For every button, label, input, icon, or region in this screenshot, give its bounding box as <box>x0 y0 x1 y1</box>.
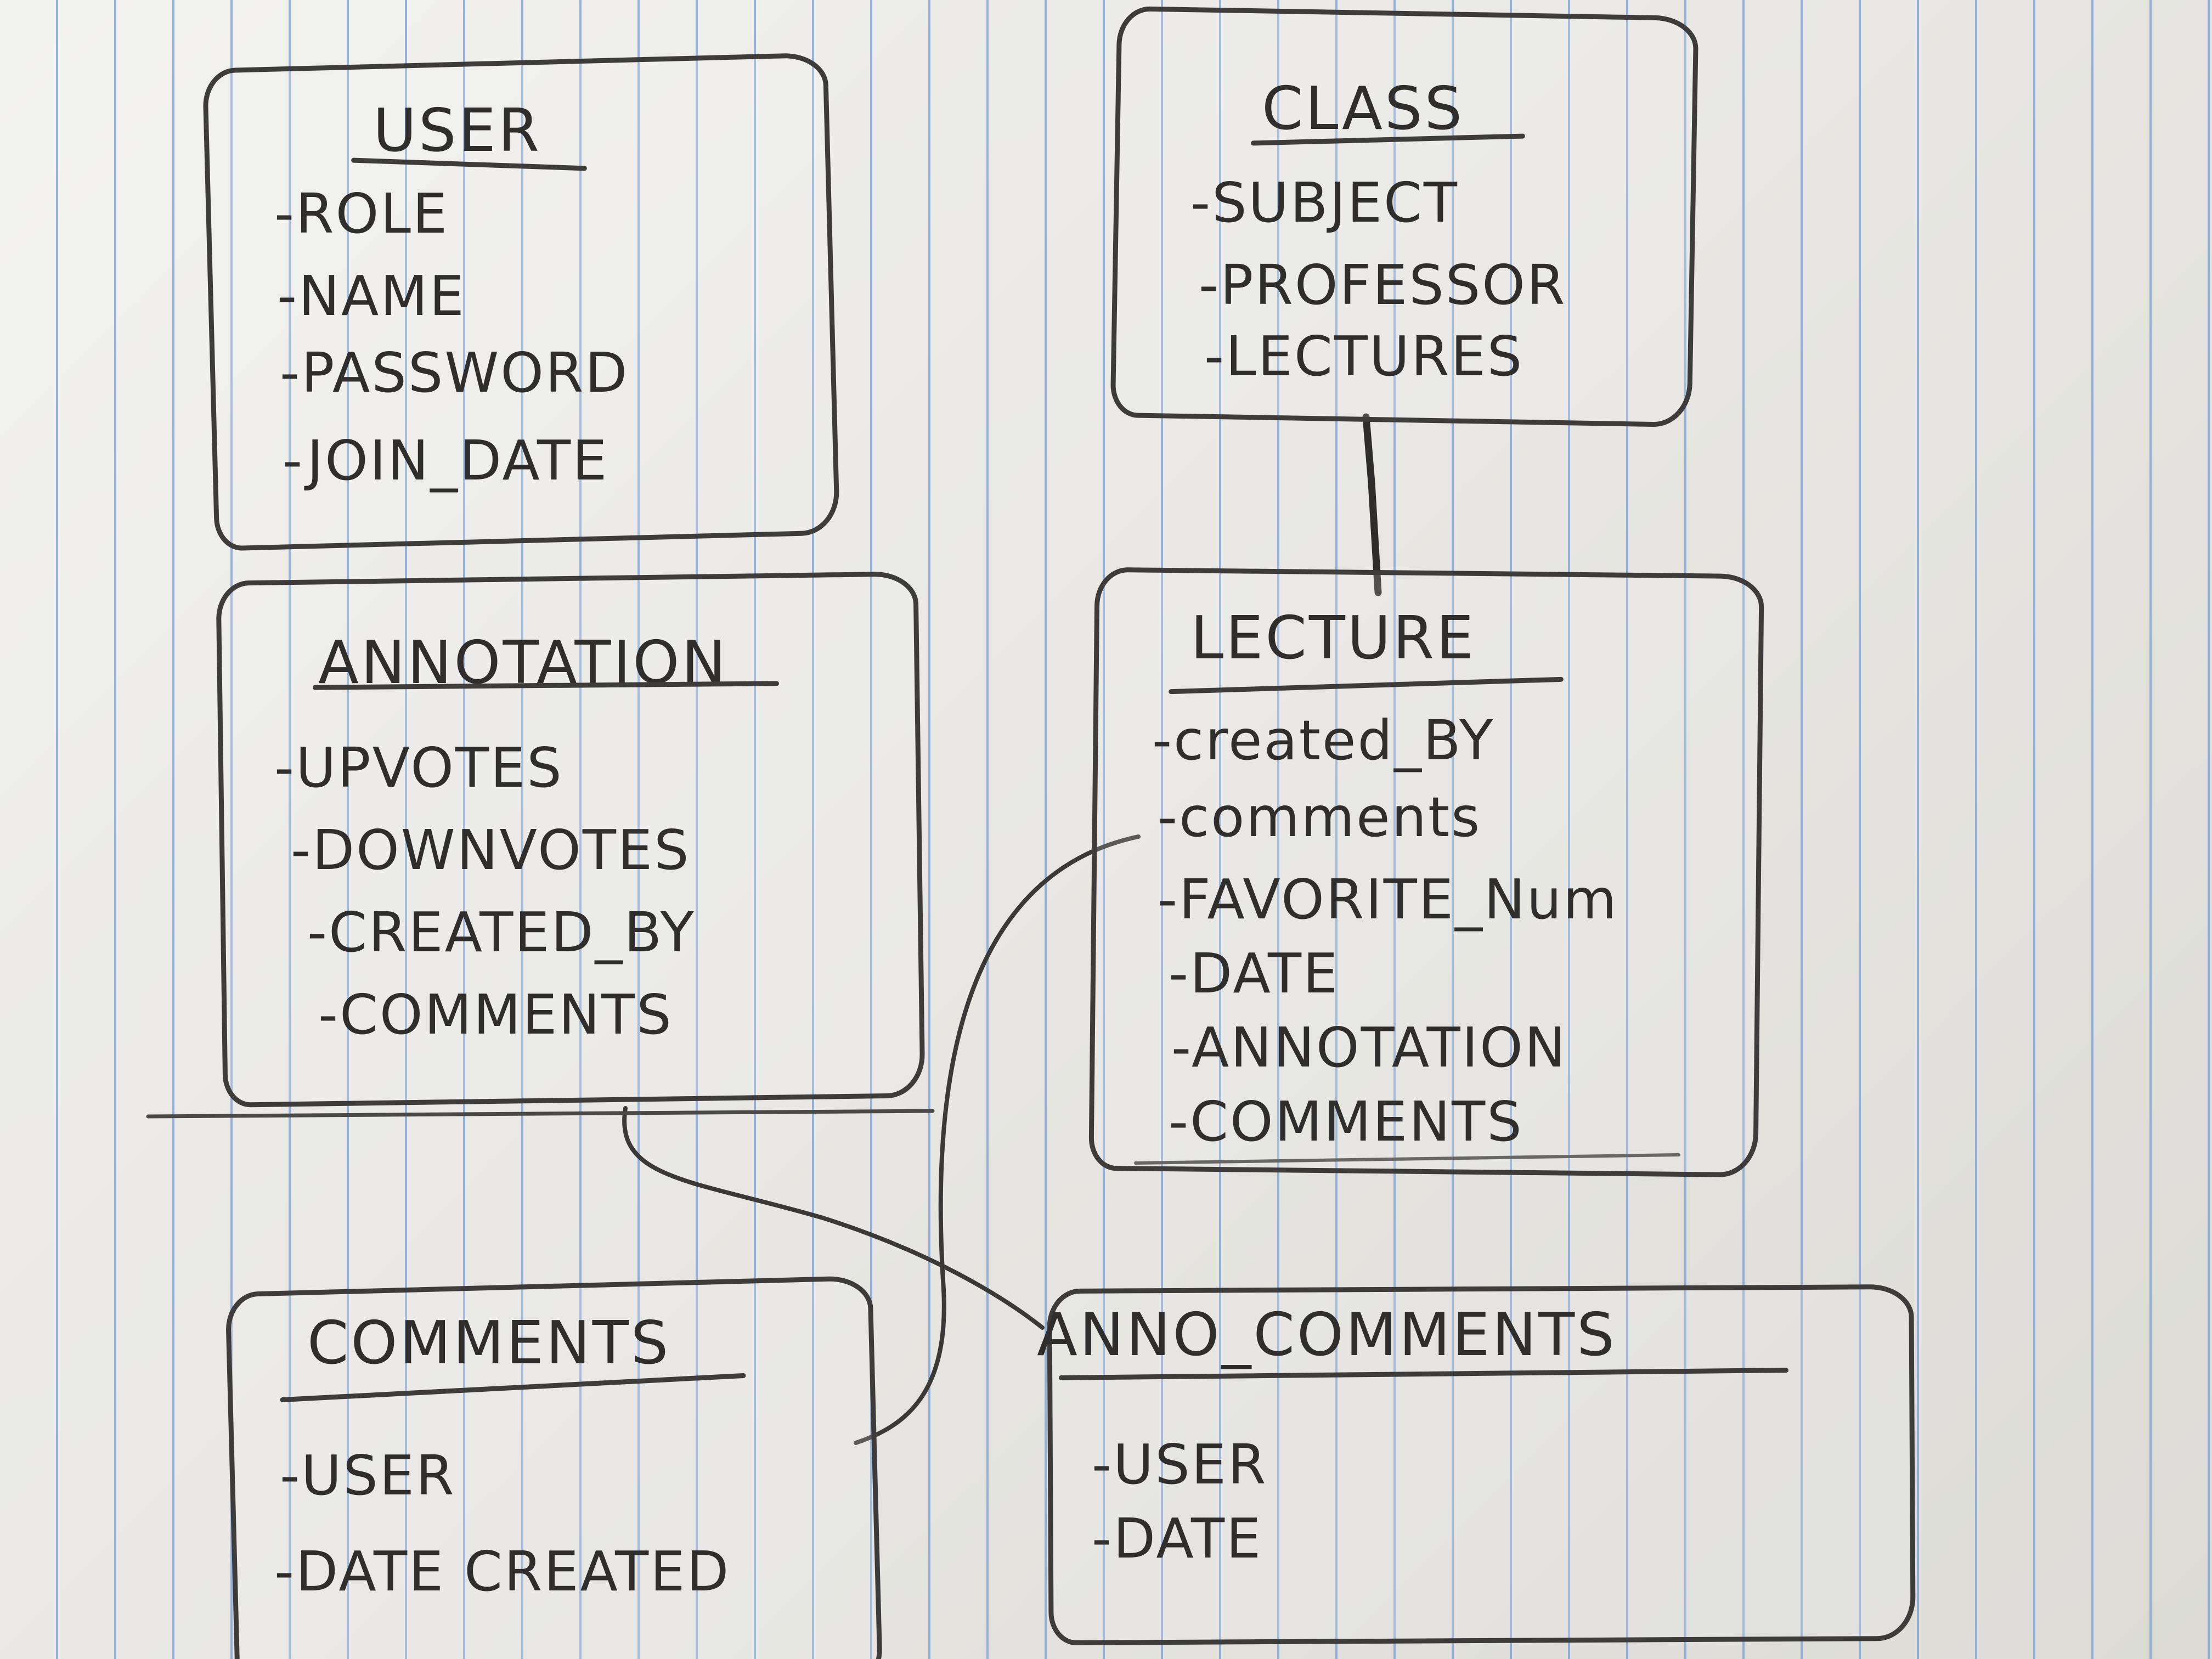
anno-comments-attribute-date: -DATE <box>1092 1506 1263 1571</box>
comments-attribute-user: -USER <box>280 1443 456 1508</box>
annotation-attribute-comments: -COMMENTS <box>318 983 673 1047</box>
lecture-bottom-scribble <box>1134 1153 1680 1165</box>
annotation-attribute-downvotes: -DOWNVOTES <box>291 818 691 882</box>
lecture-attribute-comments: -comments <box>1158 785 1482 849</box>
entity-user-title: USER <box>373 97 541 165</box>
class-attribute-lectures: -LECTURES <box>1204 324 1524 388</box>
annotation-attribute-upvotes: -UPVOTES <box>274 736 563 800</box>
user-attribute-role: -ROLE <box>274 182 449 246</box>
lecture-comments-connector <box>854 834 1141 1445</box>
entity-class-title: CLASS <box>1262 75 1465 143</box>
class-attribute-subject: -SUBJECT <box>1190 171 1459 235</box>
user-attribute-password: -PASSWORD <box>280 341 629 405</box>
class-lecture-connector <box>1362 413 1382 596</box>
comments-attribute-date-created: -DATE CREATED <box>274 1539 731 1604</box>
entity-anno-comments-title: ANNO_COMMENTS <box>1037 1301 1617 1369</box>
annotation-underline-stroke <box>146 1109 935 1119</box>
anno-comments-attribute-user: -USER <box>1092 1432 1268 1497</box>
annotation-annocomments-connector <box>622 1106 1045 1330</box>
lecture-attribute-date: -DATE <box>1169 941 1340 1006</box>
user-attribute-name: -NAME <box>277 264 466 328</box>
lecture-attribute-favorite-num: -FAVORITE_Num <box>1158 867 1618 932</box>
lecture-attribute-annotation: -ANNOTATION <box>1171 1015 1567 1080</box>
class-attribute-professor: -PROFESSOR <box>1199 253 1567 317</box>
lecture-attribute-comments-2: -COMMENTS <box>1169 1090 1523 1154</box>
entity-comments-title: COMMENTS <box>307 1309 671 1378</box>
lecture-attribute-created-by: -created_BY <box>1152 708 1495 772</box>
annotation-attribute-created-by: -CREATED_BY <box>307 900 696 964</box>
entity-lecture-title: LECTURE <box>1190 604 1476 673</box>
user-attribute-join-date: -JOIN_DATE <box>283 428 609 493</box>
